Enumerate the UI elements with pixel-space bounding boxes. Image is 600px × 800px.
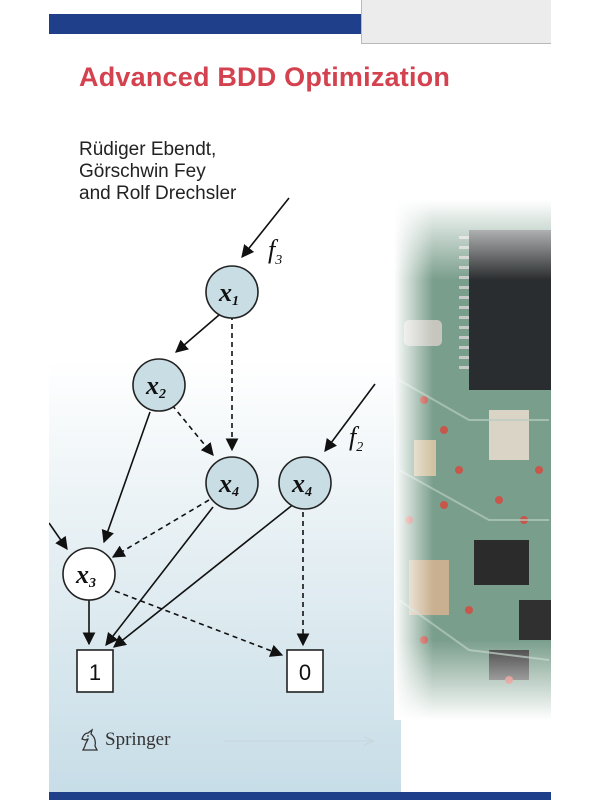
edge-dashed: [171, 404, 214, 456]
node-x4-left: x4: [205, 456, 259, 510]
node-x1: x1: [205, 265, 259, 319]
function-label-f3: f3: [268, 235, 282, 268]
author-line-2: Görschwin Fey: [79, 161, 206, 182]
edge-dashed: [114, 590, 284, 657]
book-title: Advanced BDD Optimization: [79, 62, 451, 92]
edge: [112, 502, 296, 648]
edge-dashed: [111, 499, 210, 558]
edge: [49, 522, 68, 551]
circuit-board-image: [394, 200, 551, 720]
terminal-0: 0: [286, 649, 324, 693]
springer-knight-icon: [81, 728, 99, 751]
svg-text:0: 0: [299, 660, 311, 685]
publisher-name: Springer: [105, 729, 171, 750]
publisher: Springer: [79, 728, 170, 752]
svg-text:x3: x3: [75, 560, 96, 591]
function-label-f2: f2: [349, 422, 363, 455]
cover-background: [49, 200, 551, 792]
edge: [101, 411, 151, 544]
svg-text:x4: x4: [291, 469, 312, 500]
edge: [241, 197, 290, 259]
edge: [324, 383, 376, 453]
node-x4-right: x4: [278, 456, 332, 510]
author-line-1: Rüdiger Ebendt,: [79, 139, 217, 160]
bdd-diagram: x1 x2 x4 x4 x3 1: [49, 197, 376, 693]
edge: [105, 506, 214, 647]
svg-text:x1: x1: [218, 278, 239, 309]
bottom-accent-bar: [49, 792, 551, 800]
book-cover: Advanced BDD Optimization Rüdiger Ebendt…: [49, 0, 551, 800]
svg-text:x4: x4: [218, 469, 239, 500]
top-accent-bar: [49, 14, 361, 34]
node-x2: x2: [132, 358, 186, 412]
publisher-decoration: [224, 736, 376, 746]
edge: [175, 314, 220, 353]
terminal-1: 1: [76, 649, 114, 693]
node-x3: x3: [62, 547, 116, 601]
svg-text:x2: x2: [145, 371, 166, 402]
author-line-3: and Rolf Drechsler: [79, 183, 237, 204]
svg-text:1: 1: [89, 660, 101, 685]
top-grey-tab: [361, 0, 551, 44]
